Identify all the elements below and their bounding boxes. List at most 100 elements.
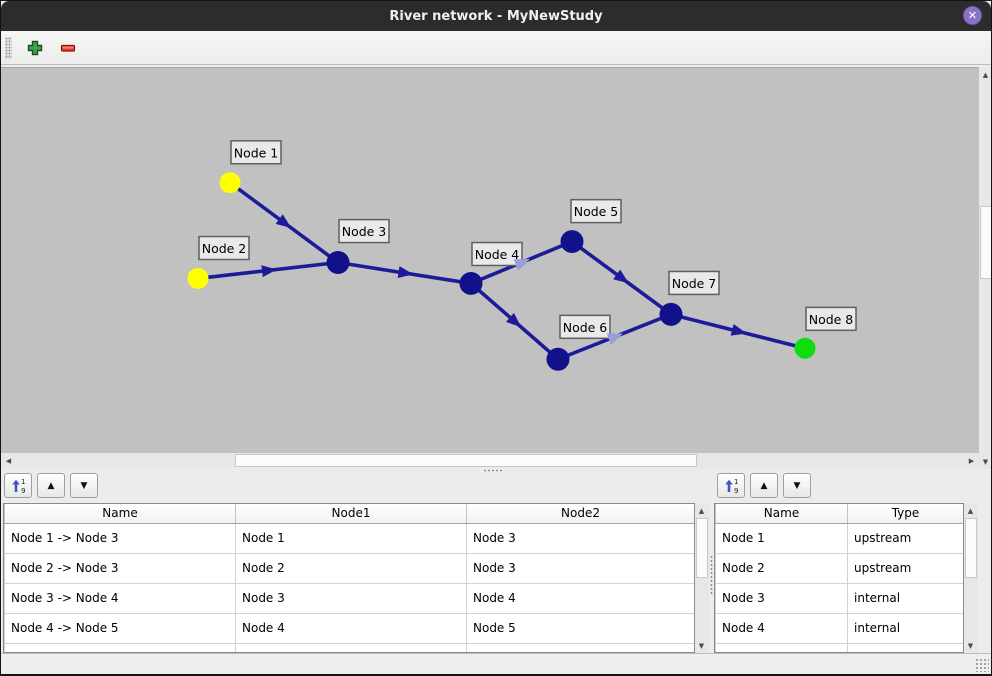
scroll-down-icon[interactable]: ▼ xyxy=(695,639,708,652)
title-bar[interactable]: River network - MyNewStudy ✕ xyxy=(1,1,991,31)
table-cell[interactable]: Node 3 xyxy=(235,582,467,614)
node-label-box[interactable] xyxy=(471,241,523,267)
horizontal-splitter[interactable] xyxy=(1,468,991,473)
svg-text:1: 1 xyxy=(21,478,25,486)
node-label-box[interactable] xyxy=(559,314,611,340)
scroll-down-icon[interactable]: ▼ xyxy=(964,639,977,652)
table-cell[interactable]: Node 3 xyxy=(466,552,694,584)
splitter-grip-icon xyxy=(483,469,503,472)
table-cell[interactable]: internal xyxy=(847,612,963,644)
column-header-type[interactable]: Type xyxy=(847,504,963,524)
node-3[interactable] xyxy=(326,251,350,274)
node-7[interactable] xyxy=(659,302,683,326)
empty-row xyxy=(4,642,694,652)
vertical-splitter[interactable] xyxy=(709,503,714,653)
scrollbar-thumb[interactable] xyxy=(235,454,697,467)
remove-node-button[interactable] xyxy=(55,35,81,61)
scrollbar-thumb[interactable] xyxy=(980,206,991,279)
node-8[interactable] xyxy=(794,337,816,359)
table-cell[interactable]: Node 5 xyxy=(466,612,694,644)
scroll-up-icon[interactable]: ▲ xyxy=(979,68,991,81)
node-label-box[interactable] xyxy=(230,140,282,165)
resize-grip-icon[interactable] xyxy=(975,658,989,672)
node-label-box[interactable] xyxy=(570,198,622,224)
move-up-button[interactable]: ▲ xyxy=(37,473,65,498)
table-cell[interactable]: Node 4 xyxy=(466,582,694,614)
table-cell[interactable]: internal xyxy=(847,582,963,614)
scroll-down-icon[interactable]: ▼ xyxy=(979,455,991,468)
move-down-button[interactable]: ▼ xyxy=(70,473,98,498)
sort-ascending-icon: 1 9 xyxy=(724,478,738,494)
node-6[interactable] xyxy=(546,347,570,371)
move-up-button[interactable]: ▲ xyxy=(750,473,778,498)
scroll-up-icon[interactable]: ▲ xyxy=(695,504,708,517)
scrollbar-thumb[interactable] xyxy=(965,518,977,578)
scrollbar-thumb[interactable] xyxy=(696,518,708,578)
table-cell[interactable]: Node 3 xyxy=(715,582,848,614)
edge-arrow-icon xyxy=(397,266,414,278)
table-cell[interactable]: Node 1 xyxy=(235,522,467,554)
table-cell[interactable]: Node 1 -> Node 3 xyxy=(4,522,236,554)
node-4[interactable] xyxy=(459,271,483,295)
add-node-button[interactable] xyxy=(22,35,48,61)
node-label: Node 6 xyxy=(563,320,608,335)
table-cell[interactable]: Node 2 xyxy=(235,552,467,584)
svg-text:9: 9 xyxy=(734,487,738,494)
node-1[interactable] xyxy=(219,172,241,194)
status-bar xyxy=(1,653,991,674)
minus-icon xyxy=(60,44,76,52)
table-cell[interactable]: Node 4 xyxy=(715,612,848,644)
canvas-vertical-scrollbar[interactable]: ▲ ▼ xyxy=(979,67,991,469)
scroll-right-icon[interactable]: ▶ xyxy=(965,454,978,467)
scroll-left-icon[interactable]: ◀ xyxy=(2,454,15,467)
node-label-box[interactable] xyxy=(338,218,390,244)
table-cell[interactable]: Node 3 -> Node 4 xyxy=(4,582,236,614)
table-cell[interactable]: upstream xyxy=(847,552,963,584)
table-cell[interactable]: upstream xyxy=(847,522,963,554)
node-label-box[interactable] xyxy=(805,306,857,332)
table-cell[interactable]: Node 4 xyxy=(235,612,467,644)
sort-ascending-icon: 1 9 xyxy=(11,478,25,494)
column-header-name[interactable]: Name xyxy=(715,504,848,524)
nodes-table-scrollbar[interactable]: ▲ ▼ xyxy=(964,503,978,653)
edge-arrow-icon xyxy=(275,214,292,228)
table-cell[interactable]: Node 2 xyxy=(715,552,848,584)
move-down-button[interactable]: ▼ xyxy=(783,473,811,498)
column-header-node2[interactable]: Node2 xyxy=(466,504,694,524)
sort-links-button[interactable]: 1 9 xyxy=(4,473,32,498)
close-icon[interactable]: ✕ xyxy=(963,6,982,25)
node-label-box[interactable] xyxy=(668,270,720,296)
sort-nodes-button[interactable]: 1 9 xyxy=(717,473,745,498)
table-cell[interactable]: Node 1 xyxy=(715,522,848,554)
node-label: Node 8 xyxy=(809,312,854,327)
node-label-box[interactable] xyxy=(198,235,250,261)
table-cell[interactable]: Node 3 xyxy=(466,522,694,554)
column-header-node1[interactable]: Node1 xyxy=(235,504,467,524)
toolbar-drag-handle-icon[interactable] xyxy=(5,36,12,59)
column-header-name[interactable]: Name xyxy=(4,504,236,524)
splitter-grip-icon xyxy=(710,555,713,595)
links-table-scrollbar[interactable]: ▲ ▼ xyxy=(695,503,709,653)
node-2[interactable] xyxy=(187,267,209,289)
scroll-up-icon[interactable]: ▲ xyxy=(964,504,977,517)
up-arrow-icon: ▲ xyxy=(47,480,55,491)
table-cell[interactable]: Node 4 -> Node 5 xyxy=(4,612,236,644)
node-label: Node 3 xyxy=(342,224,387,239)
node-label: Node 5 xyxy=(574,204,619,219)
down-arrow-icon: ▼ xyxy=(80,480,88,491)
window-title: River network - MyNewStudy xyxy=(389,8,603,24)
table-cell[interactable]: Node 2 -> Node 3 xyxy=(4,552,236,584)
canvas-horizontal-scrollbar[interactable]: ◀ ▶ xyxy=(1,453,979,468)
node-5[interactable] xyxy=(560,230,584,254)
